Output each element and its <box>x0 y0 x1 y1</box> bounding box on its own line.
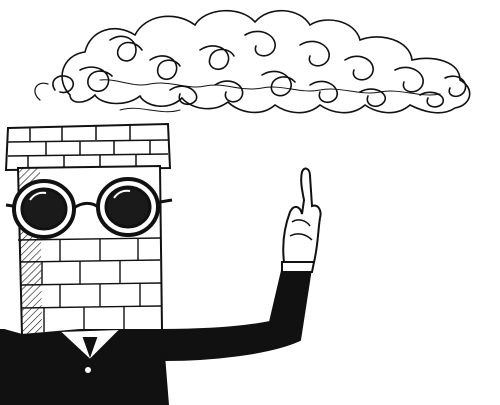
pointing-hand <box>282 167 322 263</box>
raised-arm <box>158 261 316 362</box>
goggles <box>5 177 173 239</box>
chimney-cap <box>4 122 172 172</box>
smoke-cloud <box>34 9 471 114</box>
suit <box>0 329 170 405</box>
